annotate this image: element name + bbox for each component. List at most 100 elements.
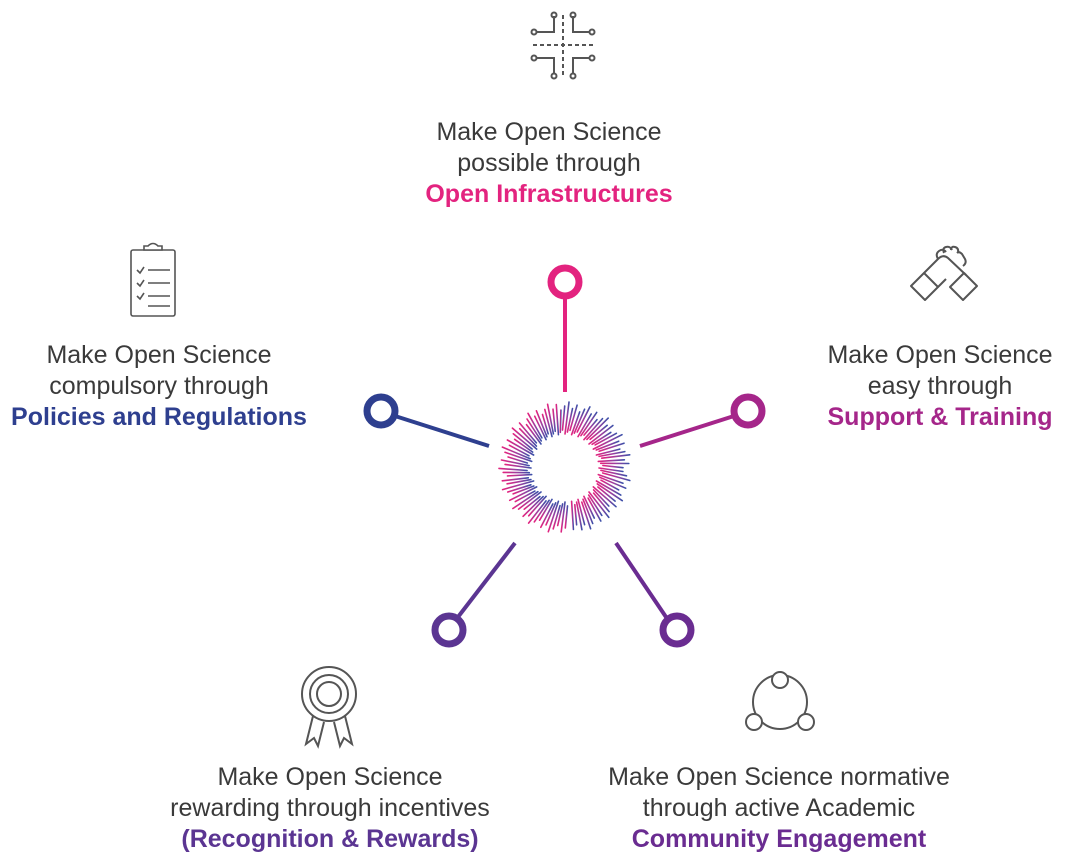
- burst-ray: [527, 495, 547, 517]
- label-rewards: Make Open Science rewarding through ince…: [130, 762, 530, 855]
- burst-ray: [525, 423, 542, 445]
- burst-ray: [583, 495, 596, 519]
- burst-ray: [533, 499, 550, 523]
- burst-ray: [598, 442, 625, 453]
- burst-ray: [546, 403, 555, 435]
- network-icon: [745, 671, 815, 731]
- burst-ray: [538, 498, 553, 522]
- burst-ray: [592, 492, 610, 513]
- spoke-rewards: [456, 541, 517, 619]
- training-line1: Make Open Science: [827, 341, 1053, 369]
- burst-ray: [580, 501, 592, 530]
- burst-ray: [588, 491, 610, 519]
- burst-ray: [564, 505, 569, 529]
- burst-ray: [518, 422, 538, 444]
- burst-ray: [600, 469, 628, 477]
- burst-ray: [512, 432, 533, 450]
- handshake-icon: [910, 245, 978, 301]
- spoke-policies: [394, 414, 490, 448]
- burst-ray: [514, 490, 536, 503]
- label-training: Make Open Science easy through Support &…: [800, 340, 1068, 433]
- burst-ray: [504, 463, 532, 469]
- burst-ray: [600, 453, 631, 460]
- burst-ray: [541, 413, 550, 435]
- burst-ray: [597, 486, 616, 502]
- burst-ray: [501, 476, 530, 482]
- burst-ray: [602, 464, 624, 469]
- burst-ray: [508, 444, 530, 457]
- burst-ray: [543, 408, 553, 438]
- burst-ray: [589, 424, 609, 441]
- burst-ray: [527, 412, 543, 439]
- burst-ray: [575, 501, 583, 531]
- infrastructures-line1: Make Open Science: [436, 118, 662, 146]
- node-infrastructures: [547, 264, 583, 300]
- infrastructures-highlight: Open Infrastructures: [425, 180, 673, 208]
- burst-ray: [560, 501, 566, 533]
- burst-ray: [539, 503, 554, 529]
- burst-ray: [535, 409, 548, 438]
- burst-ray: [522, 495, 544, 518]
- burst-ray: [511, 427, 538, 450]
- burst-ray: [523, 495, 541, 511]
- burst-ray: [500, 459, 530, 467]
- node-community: [659, 612, 695, 648]
- burst-ray: [576, 406, 591, 433]
- burst-ray: [587, 497, 602, 522]
- burst-ray: [598, 450, 626, 458]
- label-policies: Make Open Science compulsory through Pol…: [0, 340, 318, 433]
- burst-ray: [504, 451, 533, 463]
- burst-ray: [592, 489, 610, 507]
- community-highlight: Community Engagement: [631, 825, 927, 853]
- burst-ray: [596, 483, 624, 502]
- clipboard-checklist-icon: [130, 242, 176, 317]
- infrastructures-line2: possible through: [457, 149, 641, 177]
- circuit-icon: [530, 11, 596, 80]
- burst-ray: [512, 485, 535, 495]
- burst-ray: [588, 424, 614, 445]
- burst-ray: [592, 433, 623, 450]
- burst-ray: [506, 478, 532, 485]
- rewards-line2: rewarding through incentives: [170, 794, 490, 822]
- burst-ray: [587, 494, 603, 517]
- burst-ray: [569, 404, 578, 432]
- burst-ray: [566, 407, 574, 433]
- burst-ray: [601, 472, 631, 482]
- burst-ray: [600, 479, 620, 491]
- node-training: [730, 393, 766, 429]
- training-line2: easy through: [867, 372, 1013, 400]
- spoke-community: [614, 541, 668, 619]
- burst-ray: [592, 486, 617, 508]
- burst-ray: [527, 500, 547, 524]
- burst-ray: [559, 409, 562, 434]
- burst-ray: [501, 446, 532, 460]
- burst-ray: [506, 473, 533, 477]
- training-highlight: Support & Training: [827, 403, 1053, 431]
- burst-ray: [594, 432, 618, 446]
- spoke-training: [639, 414, 735, 448]
- community-line1: Make Open Science normative: [608, 763, 950, 791]
- burst-ray: [597, 473, 624, 485]
- burst-ray: [507, 456, 529, 464]
- burst-ray: [508, 486, 538, 502]
- node-rewards: [431, 612, 467, 648]
- burst-ray: [591, 431, 612, 446]
- burst-ray: [547, 500, 560, 533]
- award-ribbon-icon: [301, 666, 357, 749]
- burst-ray: [577, 498, 586, 526]
- label-community: Make Open Science normative through acti…: [574, 762, 984, 855]
- burst-ray: [570, 500, 575, 531]
- burst-ray: [556, 503, 564, 527]
- burst-ray: [555, 403, 560, 436]
- burst-ray: [498, 467, 528, 472]
- burst-ray: [573, 408, 586, 435]
- burst-ray: [595, 448, 621, 456]
- burst-ray: [598, 476, 627, 490]
- burst-ray: [570, 411, 581, 436]
- burst-ray: [517, 491, 542, 510]
- burst-ray: [573, 503, 578, 526]
- burst-ray: [586, 417, 610, 441]
- label-infrastructures: Make Open Science possible through Open …: [384, 117, 714, 210]
- spoke-nodes: [363, 264, 766, 648]
- burst-ray: [564, 401, 570, 435]
